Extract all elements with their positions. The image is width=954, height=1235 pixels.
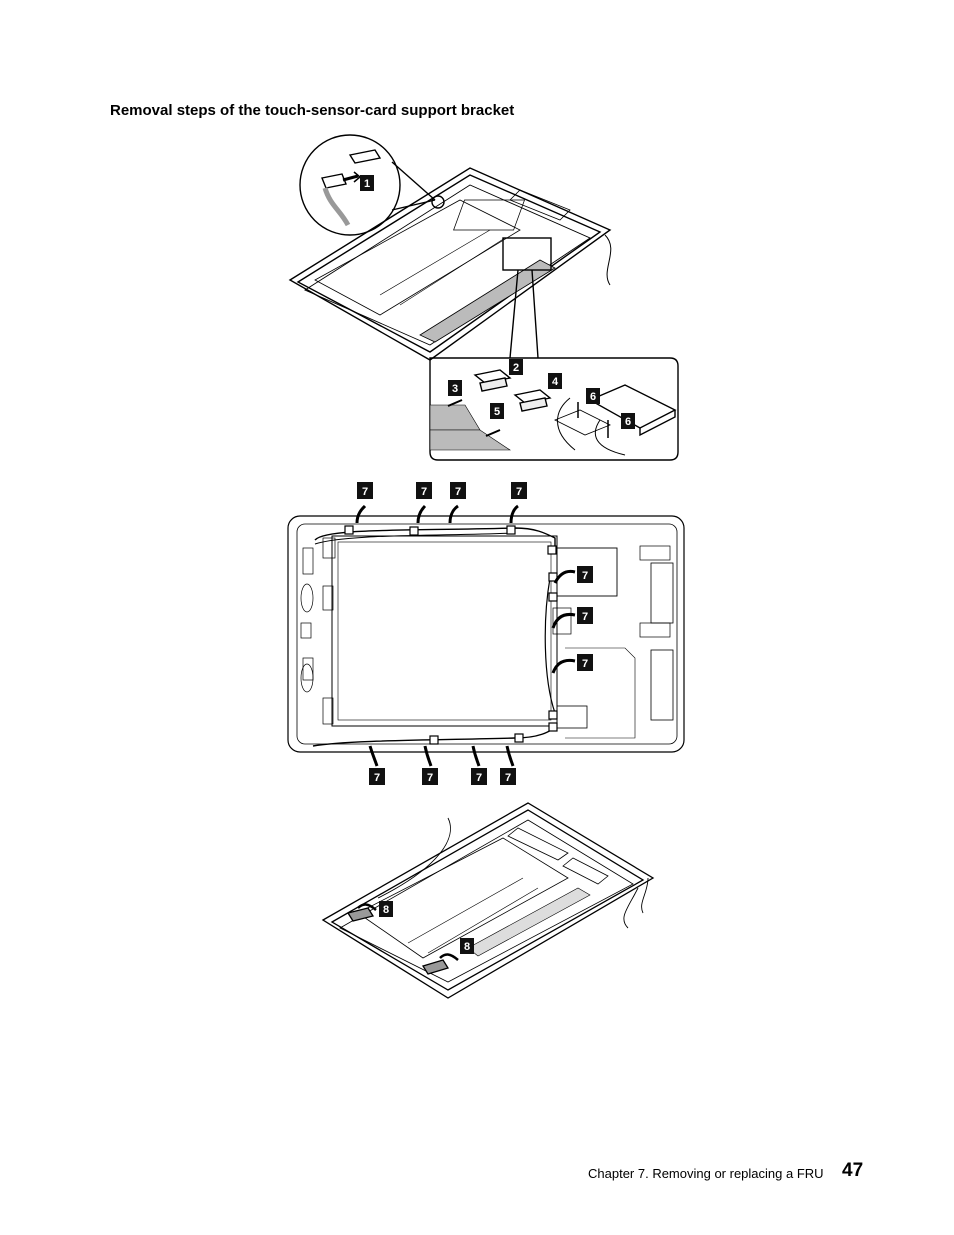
- callout-5: 5: [490, 403, 504, 419]
- figure-step-1-6: 1 2 3 4 5 6 6: [280, 130, 690, 465]
- svg-text:5: 5: [494, 406, 500, 418]
- callout-7-right-1: 7: [577, 566, 593, 583]
- svg-text:3: 3: [452, 383, 458, 395]
- callout-6b: 6: [621, 413, 635, 429]
- callout-7-bottom-4: 7: [500, 768, 516, 785]
- callout-7-right-3: 7: [577, 654, 593, 671]
- svg-text:7: 7: [374, 772, 380, 784]
- svg-text:4: 4: [552, 376, 559, 388]
- svg-text:1: 1: [364, 178, 370, 190]
- figure-3-illustration: 8 8: [321, 802, 655, 999]
- svg-text:8: 8: [464, 941, 470, 953]
- figure-step-7: 7 7 7 7 7 7 7 7 7 7 7: [285, 478, 687, 788]
- svg-text:7: 7: [421, 486, 427, 498]
- callout-7-bottom-2: 7: [422, 768, 438, 785]
- svg-text:7: 7: [427, 772, 433, 784]
- svg-text:2: 2: [513, 362, 519, 374]
- figure-2-illustration: 7 7 7 7 7 7 7 7 7 7 7: [287, 482, 685, 785]
- callout-7-top-3: 7: [450, 482, 466, 499]
- callout-7-top-1: 7: [357, 482, 373, 499]
- svg-text:6: 6: [590, 391, 596, 403]
- figure-step-8: 8 8: [318, 798, 663, 1003]
- svg-text:7: 7: [582, 570, 588, 582]
- callout-6a: 6: [586, 388, 600, 404]
- svg-text:8: 8: [383, 904, 389, 916]
- footer-chapter: Chapter 7. Removing or replacing a FRU: [588, 1166, 824, 1181]
- callout-8a: 8: [379, 901, 393, 917]
- figure-1-illustration: 1 2 3 4 5 6 6: [288, 134, 679, 461]
- callout-7-right-2: 7: [577, 607, 593, 624]
- callout-7-bottom-3: 7: [471, 768, 487, 785]
- svg-text:7: 7: [362, 486, 368, 498]
- section-heading: Removal steps of the touch-sensor-card s…: [110, 102, 515, 119]
- callout-1: 1: [360, 175, 374, 191]
- callout-4: 4: [548, 373, 562, 389]
- callout-7-top-2: 7: [416, 482, 432, 499]
- callout-7-top-4: 7: [511, 482, 527, 499]
- svg-text:7: 7: [582, 658, 588, 670]
- svg-text:7: 7: [516, 486, 522, 498]
- svg-text:7: 7: [455, 486, 461, 498]
- svg-text:7: 7: [582, 611, 588, 623]
- svg-text:7: 7: [476, 772, 482, 784]
- page-number: 47: [842, 1160, 864, 1181]
- callout-7-bottom-1: 7: [369, 768, 385, 785]
- svg-text:7: 7: [505, 772, 511, 784]
- callout-8b: 8: [460, 938, 474, 954]
- svg-text:6: 6: [625, 416, 631, 428]
- callout-2: 2: [509, 359, 523, 375]
- callout-3: 3: [448, 380, 462, 396]
